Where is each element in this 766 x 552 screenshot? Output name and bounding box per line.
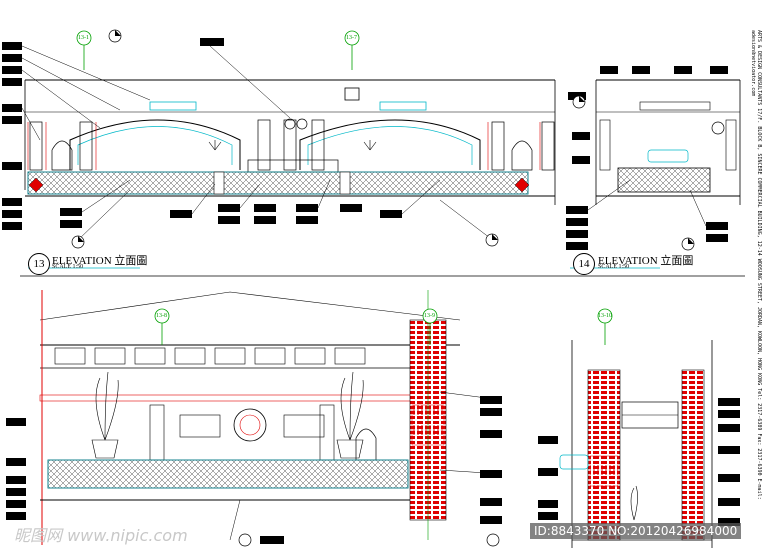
callout-tags [2,38,740,544]
ref-label-4: 13-9 [424,313,435,319]
ref-label-3: 13-8 [156,313,167,319]
title-block-strip: ARTS & DESIGN CONSULTANTS 17/F. BLOCK B,… [752,30,762,500]
elevation-bottom-right [559,340,713,548]
elevation-bottom-left [39,290,461,545]
elevation-14-title: ELEVATION 立面圖 [598,255,694,267]
elevation-13-scale: SCALE 1:50 [52,264,84,270]
elevation-14-number: 14 [573,253,595,275]
grid-reference-bubbles [76,30,613,345]
ref-label-5: 13-10 [598,313,612,319]
leader-lines [21,45,707,541]
watermark-id: ID:8843370 NO:20120426984000 [530,523,742,539]
watermark-site: 昵图网 www.nipic.com [14,526,188,545]
ref-label-2: 13-7 [346,35,357,41]
elevation-14 [595,79,741,205]
elevation-13-number: 13 [28,253,50,275]
elevation-13 [24,79,556,205]
elevation-14-scale: SCALE 1:50 [598,264,630,270]
section-markers [71,29,695,547]
ref-label-1: 13-1 [78,35,89,41]
elevation-13-title: ELEVATION 立面圖 [52,255,148,267]
